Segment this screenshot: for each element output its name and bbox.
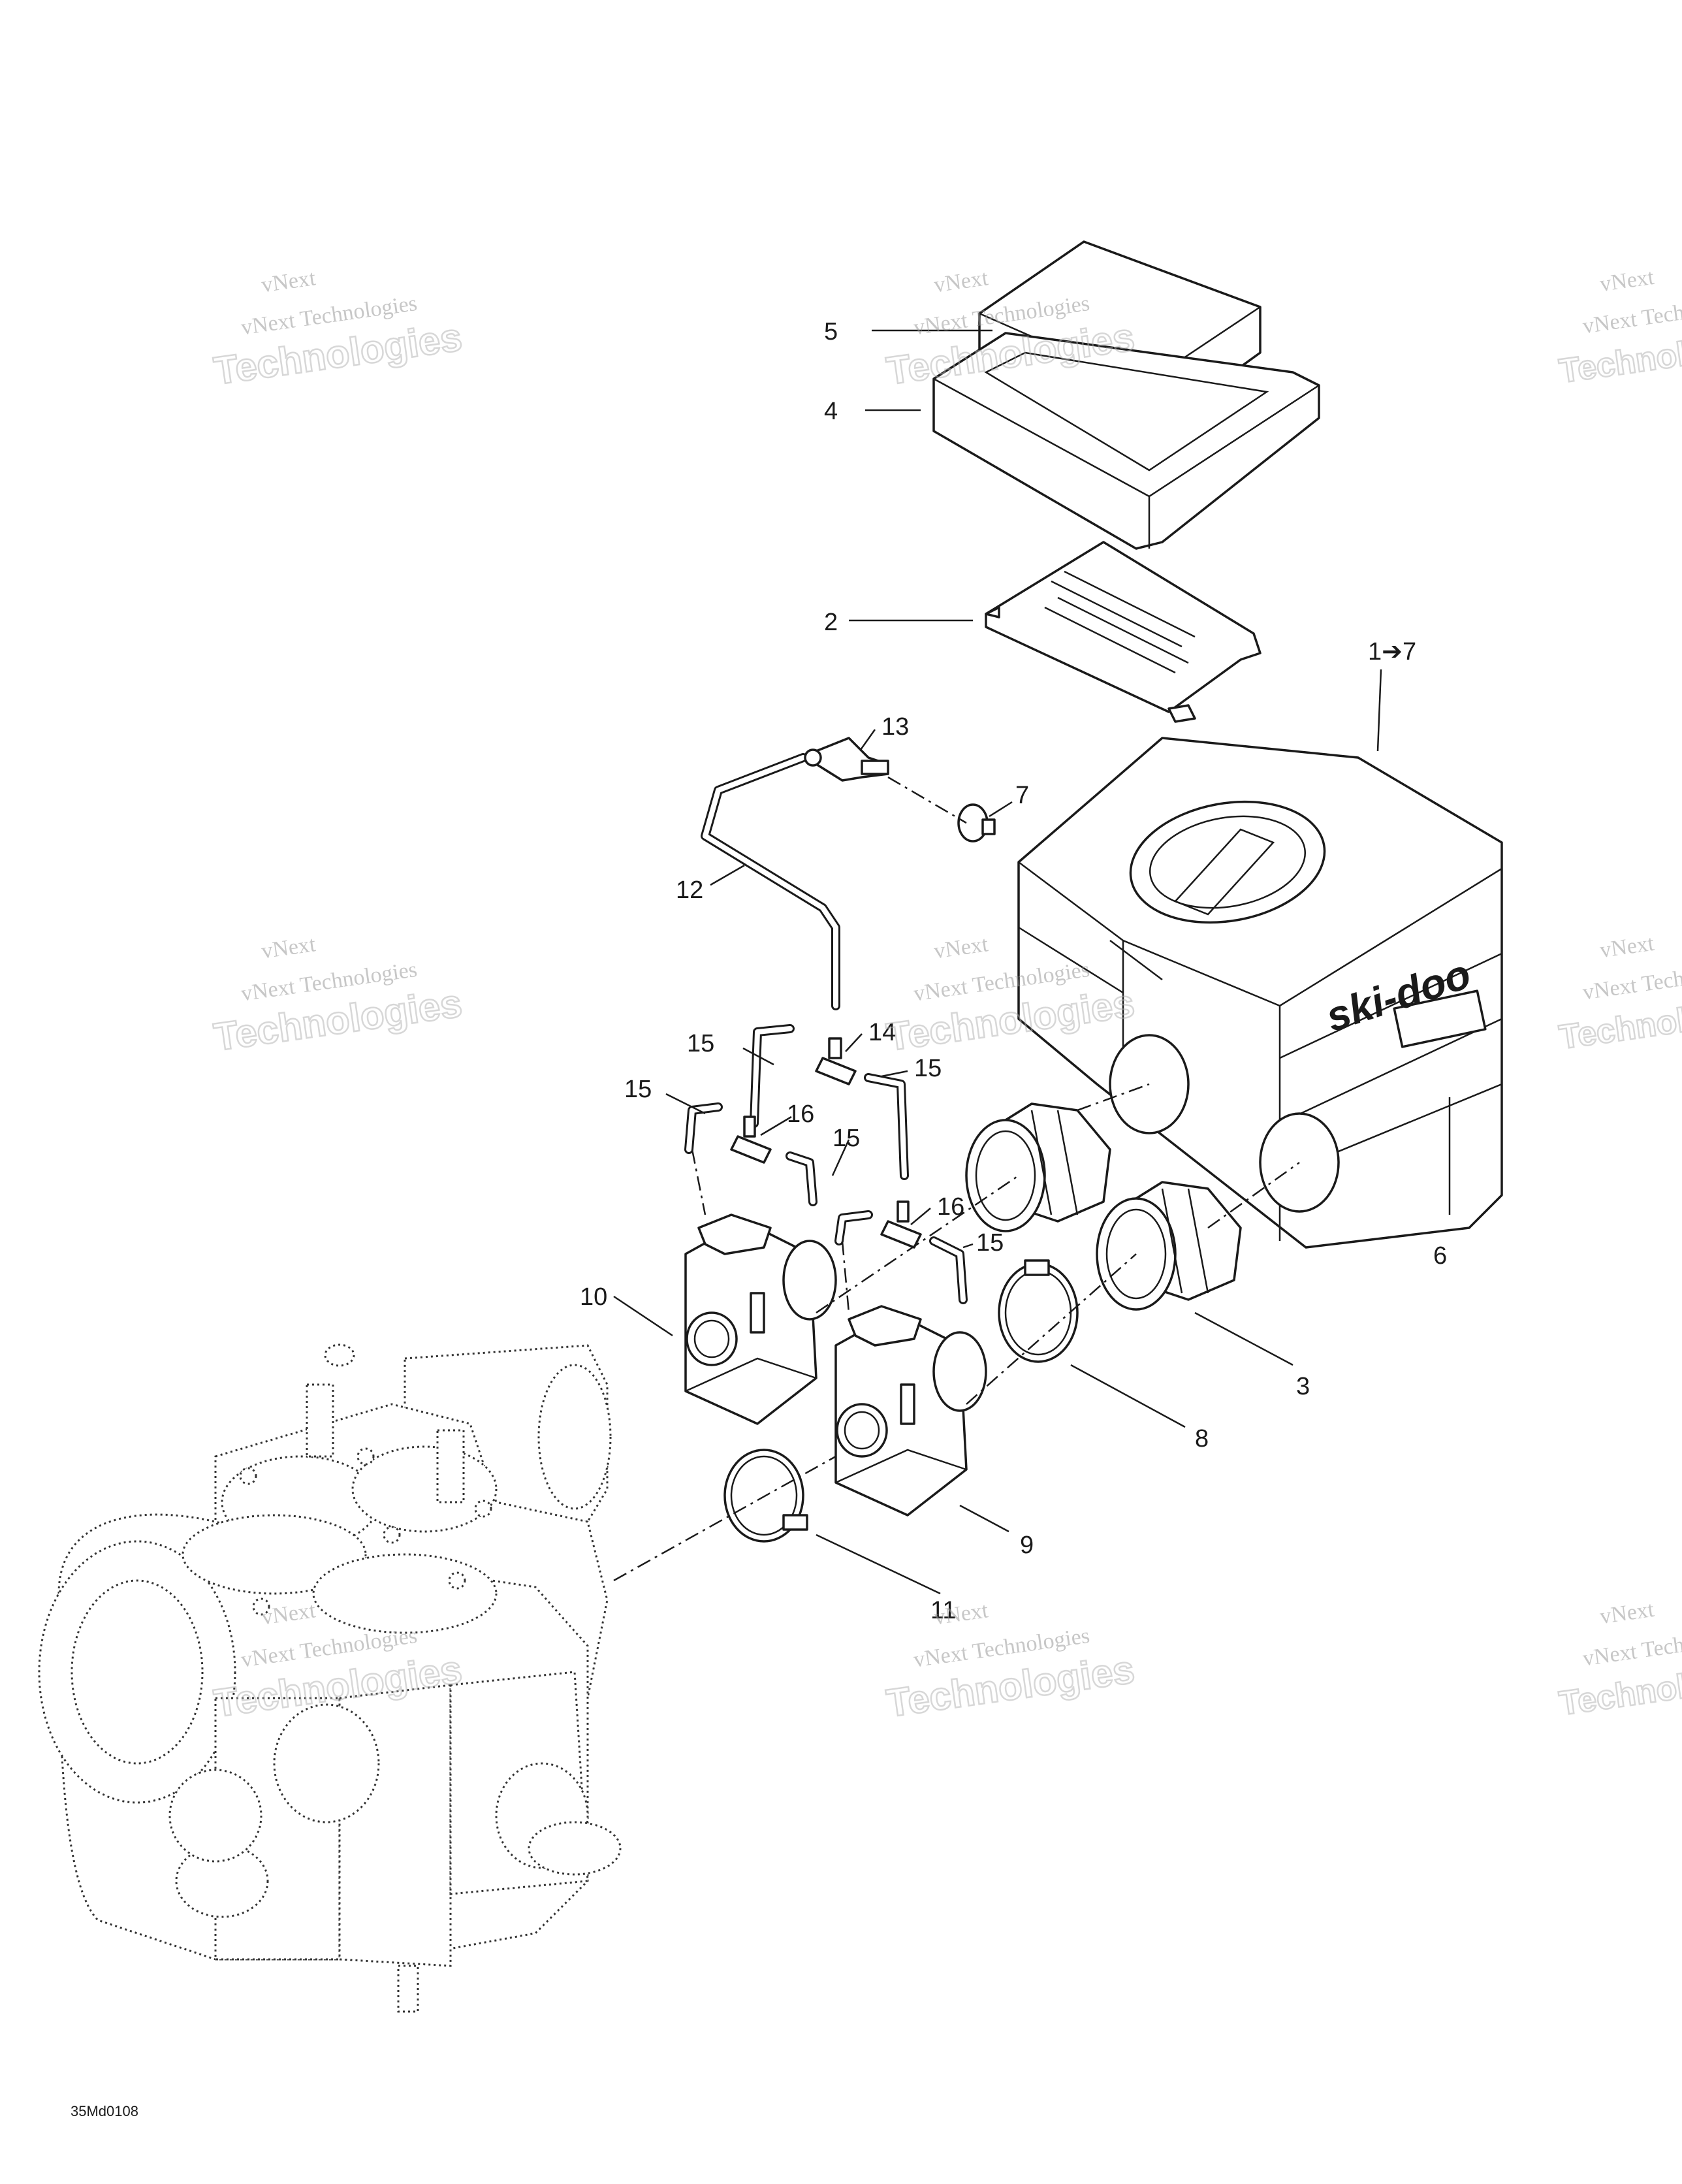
clamp-part-8 (998, 1259, 1079, 1363)
watermark-line-top: vNext (260, 266, 317, 297)
callout-15-a: 15 (687, 1030, 714, 1057)
callout-15-b: 15 (914, 1055, 942, 1082)
callout-6: 6 (1433, 1242, 1447, 1270)
carburetor-part-10 (684, 1213, 837, 1425)
callout-15-d: 15 (833, 1125, 860, 1152)
watermark-line-mid: vNext Technologies (1581, 956, 1682, 1004)
watermark-9: vNext vNext Technologies Technologies (1556, 1598, 1682, 1724)
watermark-line-top: vNext (260, 932, 317, 963)
callouts: 5 4 2 1➔7 13 7 12 15 14 15 15 16 15 16 1… (580, 318, 1447, 1624)
filter-frame-part-4 (932, 332, 1320, 550)
callout-1-to-7: 1➔7 (1368, 638, 1416, 666)
adaptor-part-3 (965, 1102, 1111, 1232)
watermark-3: vNext vNext Technologies Technologies (1556, 265, 1682, 391)
watermark-line-top: vNext (1598, 931, 1656, 963)
watermark-line-top: vNext (1598, 265, 1656, 297)
callout-11: 11 (930, 1597, 956, 1624)
callout-15-e: 15 (976, 1229, 1004, 1257)
callout-14: 14 (868, 1019, 896, 1046)
watermark-line-top: vNext (1598, 1598, 1656, 1629)
callout-16-a: 16 (787, 1100, 814, 1128)
alignment-lines (613, 776, 1300, 1582)
watermark-8: vNext vNext Technologies Technologies (883, 1598, 1137, 1726)
watermark-6: vNext vNext Technologies Technologies (1556, 931, 1682, 1057)
watermark-line-mid: vNext Technologies (1581, 1622, 1682, 1671)
drawing-reference: 35Md0108 (71, 2103, 138, 2119)
callout-10: 10 (580, 1283, 607, 1311)
vent-hose-system (684, 737, 968, 1304)
watermark-1: vNext vNext Technologies Technologies (210, 266, 465, 394)
watermark-line-top: vNext (932, 266, 990, 297)
carburetor-part-9 (834, 1305, 987, 1517)
callout-9: 9 (1020, 1532, 1034, 1559)
callout-8: 8 (1195, 1425, 1209, 1453)
callout-2: 2 (824, 609, 838, 636)
watermark-line-top: vNext (932, 932, 990, 963)
plate-part-2 (985, 541, 1262, 723)
callout-15-c: 15 (624, 1076, 652, 1103)
callout-12: 12 (676, 876, 703, 904)
callout-13: 13 (881, 713, 909, 741)
adaptor-part-3b (1096, 1181, 1242, 1311)
grommet-part-7 (957, 803, 996, 843)
callout-4: 4 (824, 398, 838, 425)
watermark-4: vNext vNext Technologies Technologies (210, 932, 465, 1060)
callout-16-b: 16 (937, 1193, 964, 1221)
watermark-line-mid: vNext Technologies (1581, 290, 1682, 338)
clamp-part-11 (723, 1449, 808, 1543)
callout-5: 5 (824, 318, 838, 345)
callout-7: 7 (1015, 782, 1029, 809)
callout-3: 3 (1296, 1373, 1310, 1400)
leader-lines (613, 329, 1451, 1595)
engine-outline (38, 1343, 622, 2013)
